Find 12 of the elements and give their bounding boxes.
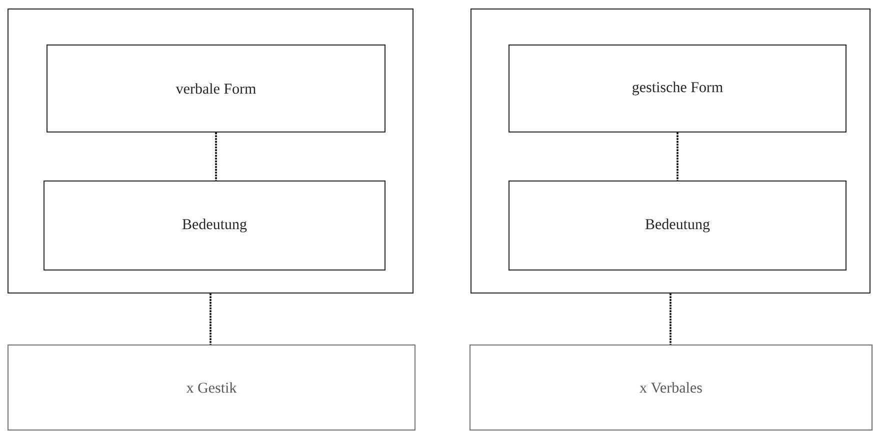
text-box: x Gestik (8, 344, 416, 430)
text-box: verbale Form (46, 44, 386, 132)
container-box (470, 8, 870, 294)
connector-line (670, 294, 672, 344)
container-box (8, 8, 414, 294)
connector-line (676, 132, 678, 180)
connector-line (215, 132, 217, 180)
text-box: Bedeutung (508, 180, 846, 270)
connector-line (210, 294, 212, 344)
text-box: Bedeutung (44, 180, 386, 270)
text-box: gestische Form (508, 44, 846, 132)
text-box: x Verbales (470, 344, 872, 430)
